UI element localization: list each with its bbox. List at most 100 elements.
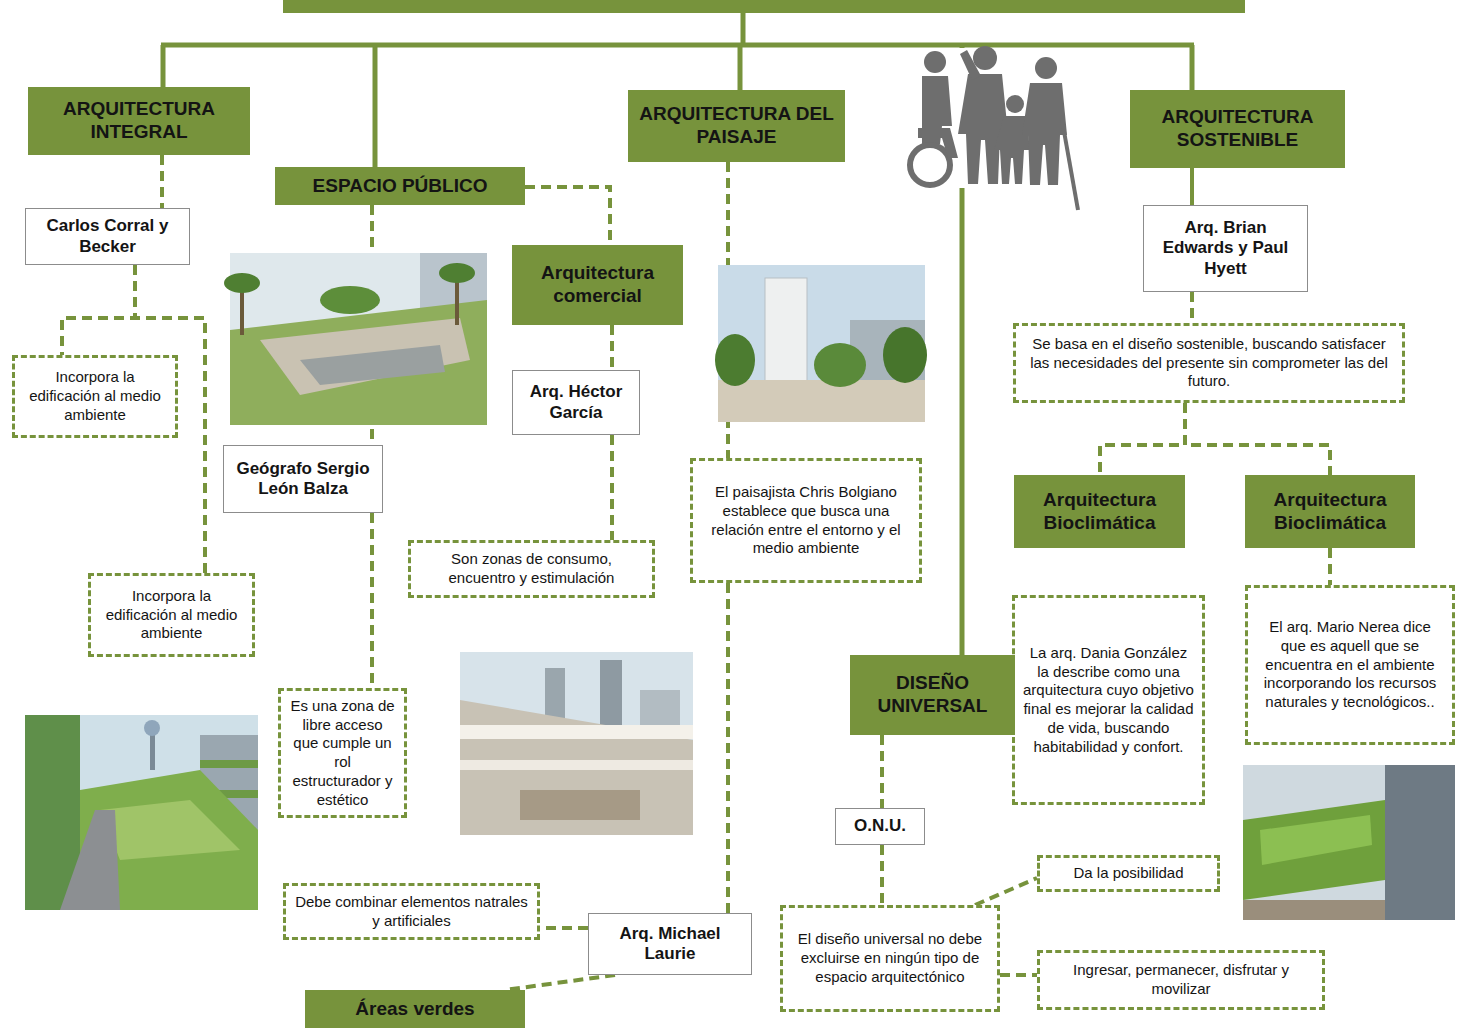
- box-text: El diseño universal no debe excluirse en…: [790, 930, 990, 986]
- box-text: Debe combinar elementos natrales y artif…: [293, 893, 530, 931]
- note-box: Ingresar, permanecer, disfrutar y movili…: [1037, 950, 1325, 1010]
- box-text: Son zonas de consumo, encuentro y estimu…: [418, 550, 645, 588]
- note-box: Son zonas de consumo, encuentro y estimu…: [408, 540, 655, 598]
- tree-lines-part: [741, 12, 746, 46]
- header-box: Áreas verdes: [305, 990, 525, 1028]
- green-city-photo-part: [144, 720, 160, 736]
- note-box: La arq. Dania González la describe como …: [1012, 595, 1205, 805]
- header-box: ARQUITECTURA INTEGRAL: [28, 87, 250, 155]
- dashed-connector: [726, 583, 730, 913]
- tree-lines-part: [161, 43, 1194, 48]
- plaza-photo-part: [320, 286, 380, 314]
- plaza-photo-part: [439, 263, 475, 283]
- accessibility-icon-part: [1006, 95, 1024, 113]
- box-text: El paisajista Chris Bolgiano establece q…: [700, 483, 912, 558]
- box-text: Arq. Brian Edwards y Paul Hyett: [1150, 218, 1301, 279]
- accessibility-icon-part: [1062, 120, 1078, 210]
- box-text: Arq. Michael Laurie: [595, 924, 745, 965]
- box-text: Áreas verdes: [355, 998, 474, 1021]
- green-city-photo-part: [100, 800, 240, 860]
- green-roof-photo-part: [1243, 800, 1385, 900]
- commercial-photo-part: [600, 660, 622, 728]
- box-text: ARQUITECTURA DEL PAISAJE: [636, 103, 837, 149]
- dashed-connector: [1190, 168, 1194, 205]
- plaza-photo-part: [224, 273, 260, 293]
- landscape-photo: [715, 265, 927, 422]
- plaza-photo-part: [230, 253, 487, 425]
- note-box: Incorpora la edificación al medio ambien…: [88, 573, 255, 657]
- note-box: Da la posibilidad: [1037, 855, 1220, 892]
- box-text: La arq. Dania González la describe como …: [1022, 644, 1195, 757]
- box-text: ARQUITECTURA SOSTENIBLE: [1138, 106, 1337, 152]
- commercial-photo-part: [460, 700, 693, 835]
- author-box: Carlos Corral y Becker: [25, 208, 190, 265]
- accessibility-icon-part: [918, 128, 958, 158]
- header-box: ARQUITECTURA SOSTENIBLE: [1130, 90, 1345, 168]
- dashed-connector: [1328, 548, 1332, 585]
- dashed-connector: [370, 513, 374, 688]
- header-box: ESPACIO PÚBLICO: [275, 167, 525, 205]
- green-roof-photo-part: [1260, 815, 1372, 865]
- accessibility-icon: [908, 46, 1078, 210]
- landscape-photo-part: [718, 380, 925, 422]
- accessibility-icon-part: [1035, 57, 1057, 79]
- commercial-photo-part: [520, 790, 640, 820]
- note-box: Incorpora la edificación al medio ambien…: [12, 355, 178, 438]
- accessibility-icon-part: [924, 51, 946, 73]
- tree-lines-part: [1190, 45, 1195, 91]
- dashed-connector: [610, 435, 614, 540]
- box-text: O.N.U.: [854, 816, 906, 836]
- dashed-connector: [525, 187, 610, 245]
- landscape-photo-part: [814, 343, 866, 387]
- dashed-connector: [505, 975, 615, 990]
- commercial-photo-part: [640, 690, 680, 730]
- dashed-connector: [1190, 292, 1194, 323]
- dashed-connector: [540, 926, 588, 930]
- box-text: Arq. Héctor García: [519, 382, 633, 423]
- note-box: El diseño universal no debe excluirse en…: [780, 905, 1000, 1012]
- note-box: Debe combinar elementos natrales y artif…: [283, 883, 540, 940]
- green-city-photo-part: [25, 715, 258, 910]
- commercial-photo-part: [460, 760, 693, 770]
- accessibility-icon-part: [973, 46, 997, 70]
- dashed-connector: [62, 265, 135, 355]
- plaza-photo-part: [300, 345, 445, 385]
- box-text: Carlos Corral y Becker: [32, 216, 183, 257]
- commercial-photo: [460, 652, 693, 835]
- green-roof-photo-part: [1385, 765, 1455, 920]
- dashed-connector: [1000, 973, 1037, 977]
- dashed-connector: [880, 735, 884, 808]
- header-box: Arquitectura comercial: [512, 245, 683, 325]
- landscape-photo-part: [765, 278, 807, 388]
- green-roof-photo: [1243, 765, 1455, 920]
- green-roof-photo-part: [1243, 900, 1385, 920]
- accessibility-icon-part: [908, 48, 1074, 188]
- author-box: O.N.U.: [835, 808, 925, 845]
- plaza-photo: [224, 253, 487, 425]
- box-text: Es una zona de libre acceso que cumple u…: [288, 697, 397, 810]
- box-text: Incorpora la edificación al medio ambien…: [22, 368, 168, 424]
- header-box: Arquitectura Bioclimática: [1245, 475, 1415, 548]
- header-box: ARQUITECTURA DEL PAISAJE: [628, 90, 845, 162]
- green-city-photo: [25, 715, 258, 910]
- tree-lines-part: [738, 45, 743, 91]
- box-text: Arquitectura comercial: [520, 262, 675, 308]
- tree-lines-part: [283, 0, 1245, 13]
- box-text: Ingresar, permanecer, disfrutar y movili…: [1047, 961, 1315, 999]
- dashed-connector: [610, 325, 614, 370]
- box-text: DISEÑO UNIVERSAL: [858, 672, 1007, 718]
- dashed-connector: [1185, 403, 1330, 475]
- dashed-connector: [160, 155, 164, 208]
- box-text: ESPACIO PÚBLICO: [313, 175, 488, 198]
- green-city-photo-part: [200, 760, 258, 768]
- box-text: ARQUITECTURA INTEGRAL: [36, 98, 242, 144]
- plaza-photo-part: [230, 300, 487, 425]
- landscape-photo-part: [715, 334, 755, 386]
- plaza-photo-part: [260, 318, 470, 395]
- accessibility-icon-part: [1022, 83, 1067, 185]
- accessibility-icon-part: [910, 145, 950, 185]
- box-text: Incorpora la edificación al medio ambien…: [98, 587, 245, 643]
- note-box: Se basa en el diseño sostenible, buscand…: [1013, 323, 1405, 403]
- box-text: Se basa en el diseño sostenible, buscand…: [1023, 335, 1395, 391]
- box-text: Arquitectura Bioclimática: [1253, 489, 1407, 535]
